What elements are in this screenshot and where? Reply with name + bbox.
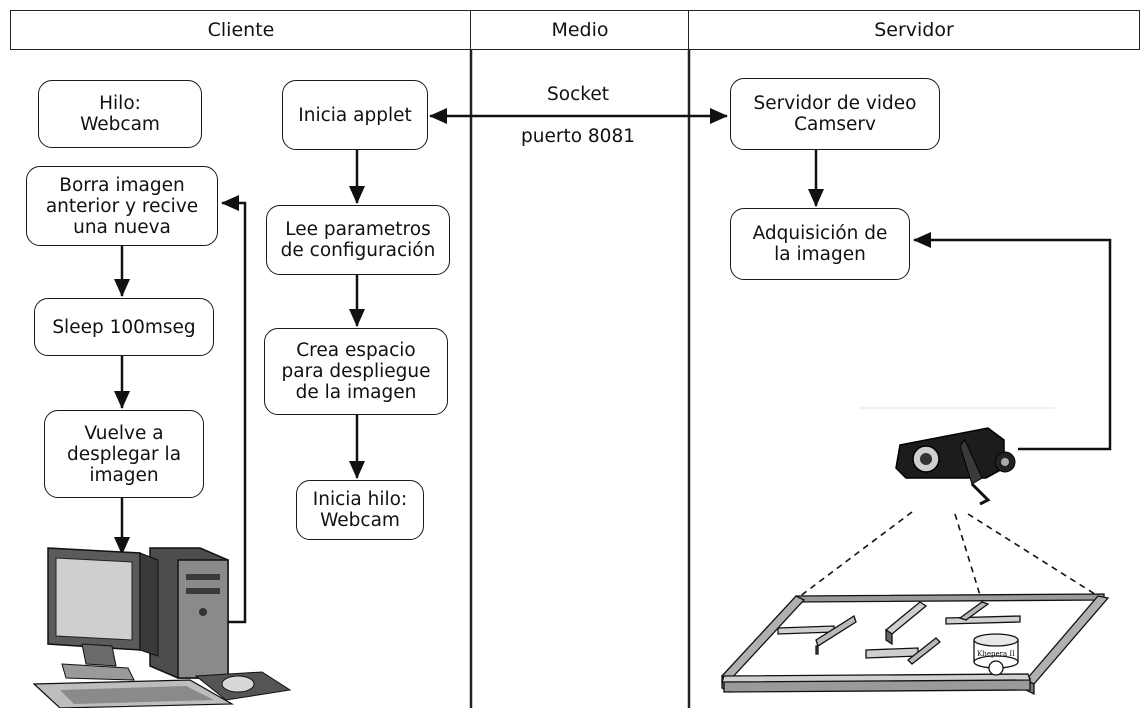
step-redisplay-image: Vuelve a desplegar la imagen xyxy=(44,410,204,498)
robot-label: Khepera II xyxy=(977,650,1015,658)
arena-illustration xyxy=(720,593,1110,696)
step-start-applet: Inicia applet xyxy=(282,80,428,150)
arrow-camera-to-acquisition xyxy=(913,232,1112,451)
lane-title: Medio xyxy=(551,19,609,41)
step-sleep: Sleep 100mseg xyxy=(34,298,214,356)
step-video-server: Servidor de video Camserv xyxy=(730,78,940,150)
lane-title: Servidor xyxy=(874,19,954,41)
step-image-acquisition: Adquisición de la imagen xyxy=(730,208,910,280)
step-clear-receive-image: Borra imagen anterior y recive una nueva xyxy=(26,166,218,246)
lane-header-server: Servidor xyxy=(688,10,1140,50)
lane-header-medium: Medio xyxy=(470,10,690,50)
arrow-loop-back xyxy=(221,195,247,624)
camera-view-lines xyxy=(794,511,1099,661)
lane-title: Cliente xyxy=(207,19,275,41)
robot xyxy=(973,633,1019,676)
computer-illustration xyxy=(32,547,292,708)
step-create-display-space: Crea espacio para despliegue de la image… xyxy=(264,328,448,415)
thread-header-node: Hilo: Webcam xyxy=(38,80,202,148)
step-start-thread: Inicia hilo: Webcam xyxy=(296,480,424,540)
lane-header-client: Cliente xyxy=(10,10,472,50)
webcam-illustration xyxy=(860,407,1055,506)
port-label: puerto 8081 xyxy=(521,126,635,147)
socket-label: Socket xyxy=(547,84,609,105)
step-read-config: Lee parametros de configuración xyxy=(266,205,450,275)
